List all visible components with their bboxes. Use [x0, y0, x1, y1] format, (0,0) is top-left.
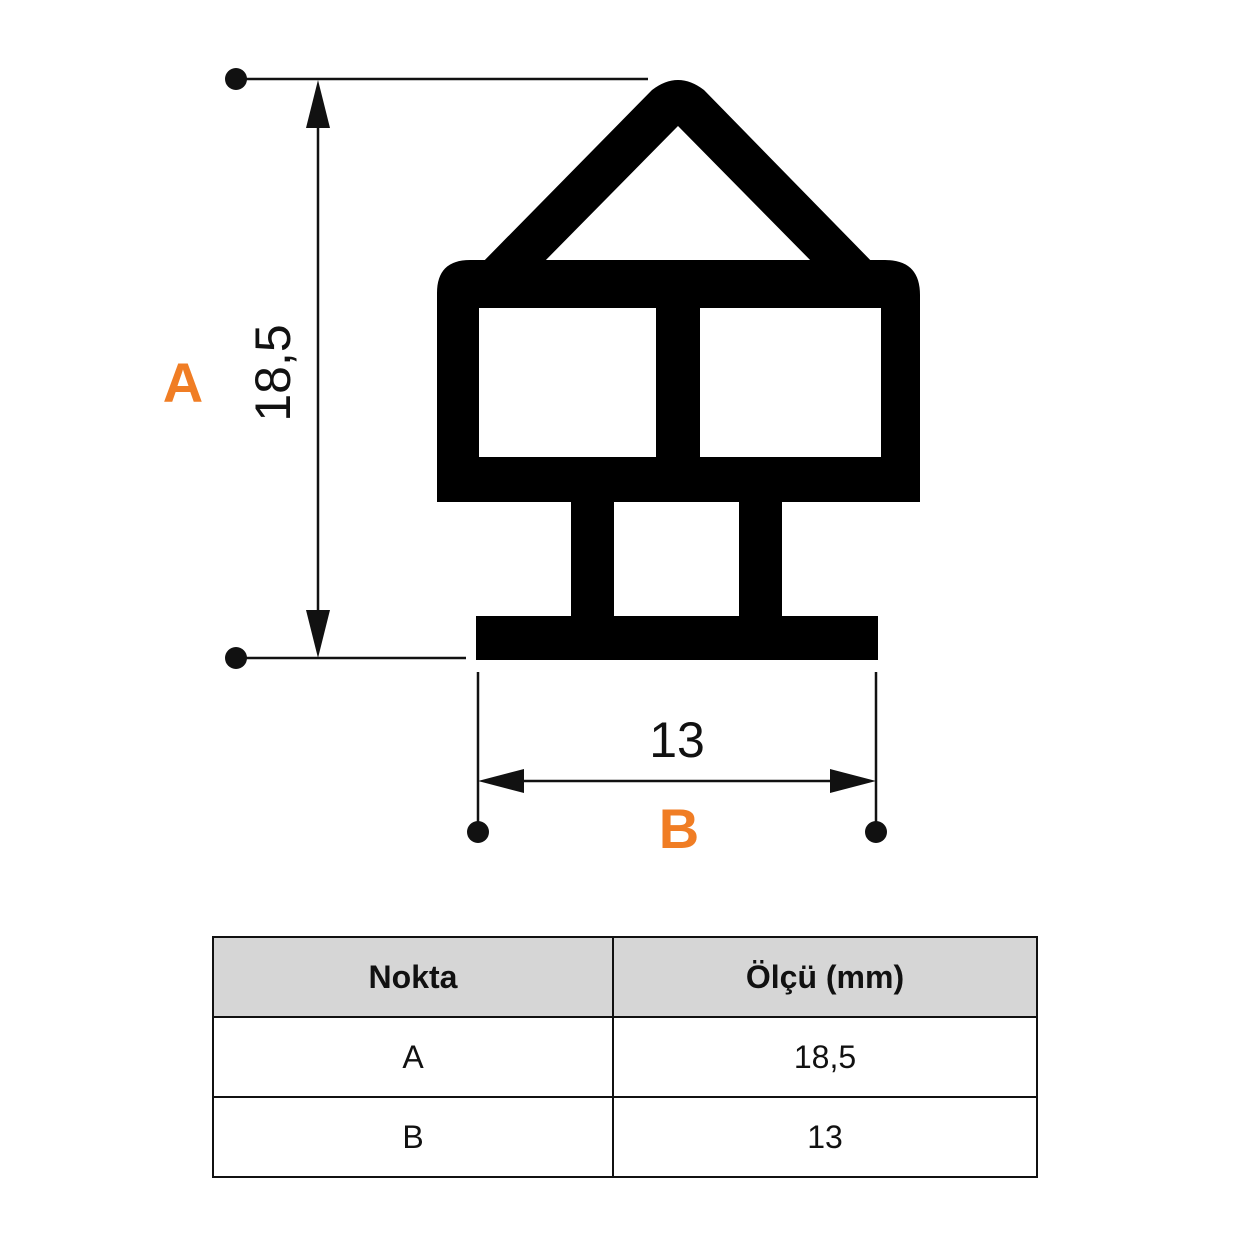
- dimension-b-arrow-left: [478, 769, 524, 793]
- dimension-a-bottom-dot: [225, 647, 247, 669]
- dimension-b-left-dot: [467, 821, 489, 843]
- profile-upper-box: [437, 260, 920, 502]
- dimension-a-value: 18,5: [245, 324, 301, 421]
- point-b-label: B: [659, 797, 699, 860]
- point-a-label: A: [163, 351, 203, 414]
- dimension-b-right-dot: [865, 821, 887, 843]
- column-header-measure: Ölçü (mm): [612, 936, 1038, 1018]
- dimension-b-value: 13: [649, 712, 705, 768]
- profile-technical-drawing: 18,5 A 13 B: [163, 68, 920, 860]
- table-cell-measure: 18,5: [612, 1016, 1038, 1098]
- measurement-table: Nokta Ölçü (mm) A 18,5 B 13: [212, 936, 1038, 1178]
- dimension-b: [467, 672, 887, 843]
- profile-base-bar: [476, 616, 878, 660]
- seal-profile: [437, 80, 920, 660]
- dimension-a-arrow-bottom: [306, 610, 330, 658]
- profile-triangle: [475, 80, 880, 270]
- dimension-b-arrow-right: [830, 769, 876, 793]
- table-row: A 18,5: [212, 1016, 1038, 1098]
- dimension-a-top-dot: [225, 68, 247, 90]
- dimension-a: [225, 68, 648, 669]
- column-header-point: Nokta: [212, 936, 614, 1018]
- profile-left-leg: [571, 498, 614, 620]
- table-header-row: Nokta Ölçü (mm): [212, 936, 1038, 1018]
- table-cell-point: B: [212, 1096, 614, 1178]
- table-cell-measure: 13: [612, 1096, 1038, 1178]
- profile-right-leg: [739, 498, 782, 620]
- dimension-a-arrow-top: [306, 80, 330, 128]
- table-row: B 13: [212, 1096, 1038, 1178]
- table-cell-point: A: [212, 1016, 614, 1098]
